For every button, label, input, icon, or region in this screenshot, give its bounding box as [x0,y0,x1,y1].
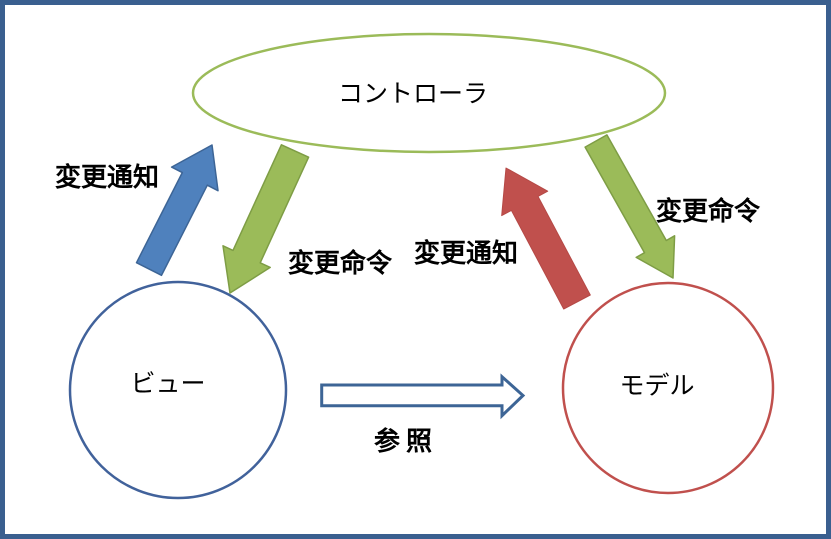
controller-ellipse [191,32,667,154]
arrow-view-to-model [320,373,526,420]
edge-label-view-to-controller: 変更通知 [55,162,159,192]
model-label: モデル [619,372,694,400]
view-circle [68,280,288,500]
edge-label-controller-to-model: 変更命令 [656,196,761,226]
controller-label: コントローラ [338,80,488,108]
view-node: ビュー [68,280,288,500]
arrow-view-to-controller [135,144,219,277]
model-node: モデル [561,281,775,495]
edge-label-model-to-controller: 変更通知 [414,238,518,268]
edge-label-controller-to-view: 変更命令 [288,248,393,278]
arrow-model-to-controller [501,167,591,310]
controller-node: コントローラ [191,32,667,154]
arrow-controller-to-view [222,144,310,294]
edge-label-view-to-model: 参照 [374,426,438,456]
view-label: ビュー [130,370,205,398]
arrow-controller-to-model [584,134,676,279]
model-circle [561,281,775,495]
